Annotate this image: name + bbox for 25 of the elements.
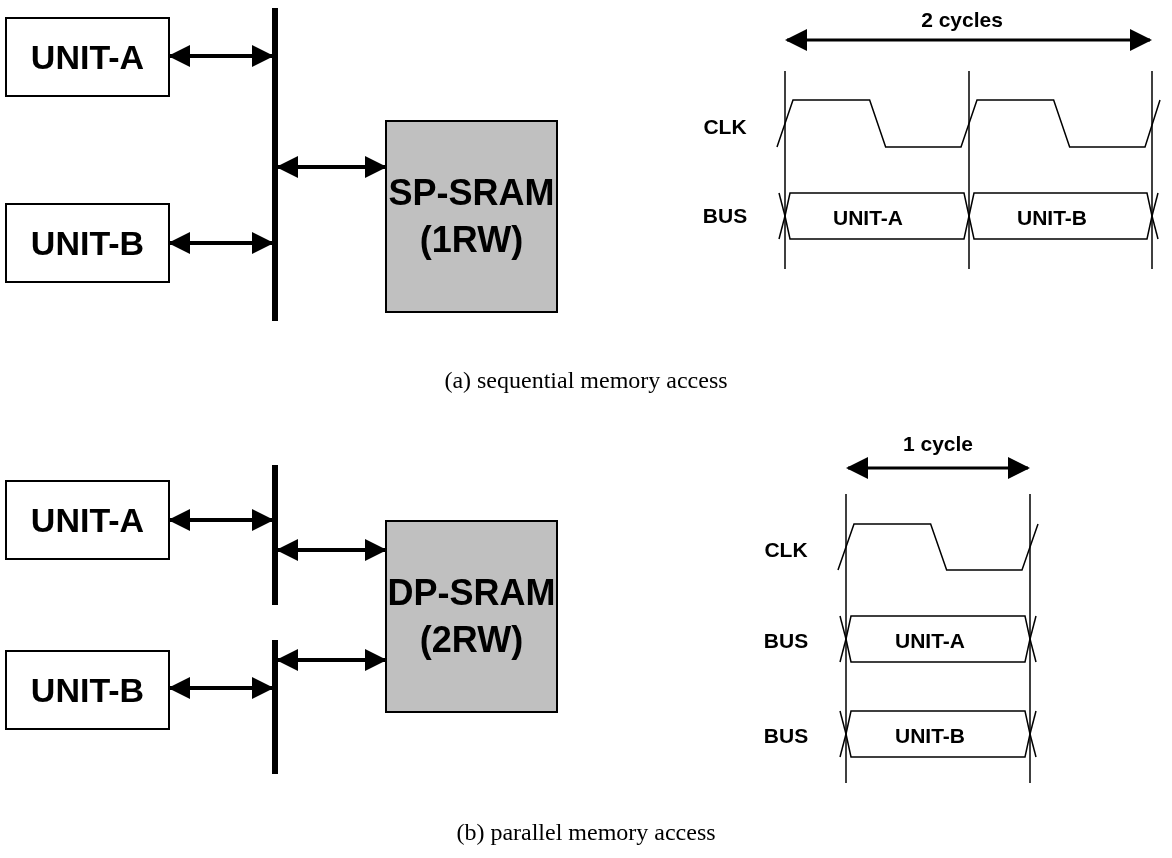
double-arrow bbox=[276, 649, 387, 671]
signal-name: BUS bbox=[763, 629, 809, 653]
signal-name: BUS bbox=[763, 724, 809, 748]
unit-box: UNIT-A bbox=[5, 480, 170, 560]
bus-bar bbox=[272, 8, 278, 321]
signal-name: CLK bbox=[764, 538, 808, 562]
double-arrow bbox=[276, 156, 387, 178]
bus-bar bbox=[272, 640, 278, 774]
unit-box: UNIT-B bbox=[5, 650, 170, 730]
memory-box: DP-SRAM (2RW) bbox=[385, 520, 558, 713]
bus-value: UNIT-B bbox=[895, 724, 965, 748]
signal-name: CLK bbox=[703, 115, 747, 139]
double-arrow bbox=[276, 539, 387, 561]
signal-name: BUS bbox=[702, 204, 748, 228]
bus-value: UNIT-A bbox=[895, 629, 965, 653]
memory-box: SP-SRAM (1RW) bbox=[385, 120, 558, 313]
bus-bar bbox=[272, 465, 278, 605]
unit-box: UNIT-B bbox=[5, 203, 170, 283]
dimension-label: 1 cycle bbox=[902, 432, 974, 456]
bus-value: UNIT-A bbox=[833, 206, 903, 230]
unit-box: UNIT-A bbox=[5, 17, 170, 97]
bus-value: UNIT-B bbox=[1017, 206, 1087, 230]
dimension-label: 2 cycles bbox=[921, 8, 1003, 32]
caption: (a) sequential memory access bbox=[444, 366, 728, 394]
caption: (b) parallel memory access bbox=[456, 818, 716, 846]
